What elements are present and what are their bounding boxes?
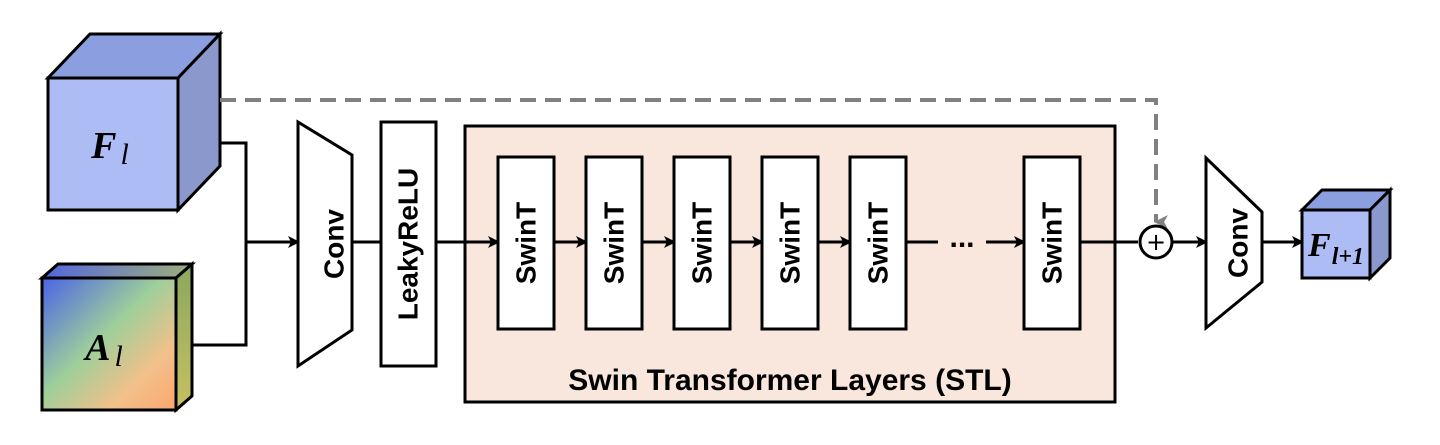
swint-block-4: SwinT xyxy=(760,155,820,331)
al-symbol: A xyxy=(83,327,110,369)
skip-connection xyxy=(220,98,1168,229)
conv-block-2: Conv xyxy=(1204,154,1264,332)
swint-label-6: SwinT xyxy=(1036,202,1067,284)
svg-text:Al: Al xyxy=(83,327,123,373)
swint-block-3: SwinT xyxy=(672,155,732,331)
leakyrelu-label: LeakyReLU xyxy=(392,168,423,321)
conv-block-1: Conv xyxy=(296,119,354,369)
swint-block-1: SwinT xyxy=(496,155,556,331)
swint-block-6: SwinT xyxy=(1022,155,1082,331)
add-operator: + xyxy=(1138,224,1174,260)
ellipsis-text: ... xyxy=(949,221,974,254)
fl1-symbol: F xyxy=(1307,227,1331,264)
swint-block-5: SwinT xyxy=(848,155,908,331)
leakyrelu-block: LeakyReLU xyxy=(379,120,438,368)
fl-symbol: F xyxy=(90,125,116,167)
fl-subscript: l xyxy=(121,138,129,171)
swint-label-4: SwinT xyxy=(774,202,805,284)
swint-label-3: SwinT xyxy=(686,202,717,284)
swint-label-5: SwinT xyxy=(862,202,893,284)
fl1-subscript: l+1 xyxy=(1332,244,1364,270)
input-merge-lines xyxy=(192,141,300,347)
add-symbol: + xyxy=(1146,228,1166,256)
swint-label-2: SwinT xyxy=(598,202,629,284)
swint-label-1: SwinT xyxy=(510,202,541,284)
stl-title: Swin Transformer Layers (STL) xyxy=(568,364,1011,397)
conv-2-label: Conv xyxy=(1222,208,1253,278)
svg-text:Fl+1: Fl+1 xyxy=(1307,227,1364,270)
output-cube-fl1: Fl+1 xyxy=(1298,186,1394,282)
swint-block-2: SwinT xyxy=(584,155,644,331)
conv-1-label: Conv xyxy=(318,209,349,279)
svg-text:Fl: Fl xyxy=(90,125,129,171)
al-subscript: l xyxy=(115,340,123,373)
